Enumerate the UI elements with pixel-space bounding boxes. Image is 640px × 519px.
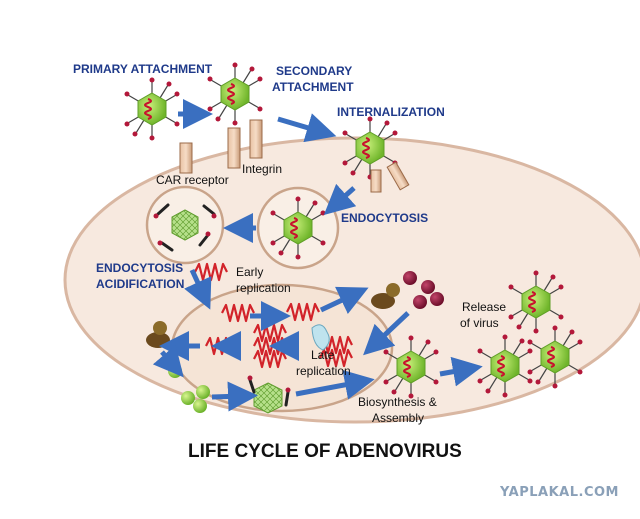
label-release-2: of virus xyxy=(460,316,499,330)
car-receptor xyxy=(179,142,193,174)
label-biosynthesis-1: Biosynthesis & xyxy=(358,395,437,409)
label-primary-attachment: PRIMARY ATTACHMENT xyxy=(73,62,213,76)
label-early-replication-2: replication xyxy=(236,281,291,295)
virus-primary-attachment xyxy=(123,76,181,142)
diagram-title: LIFE CYCLE OF ADENOVIRUS xyxy=(188,441,462,462)
penton-fragments xyxy=(156,203,216,252)
label-secondary-attachment-1: SECONDARY xyxy=(276,64,352,78)
assembling-capsid xyxy=(253,382,283,414)
capsid-disassembled xyxy=(171,209,199,241)
early-proteins xyxy=(403,271,444,309)
label-late-replication-2: replication xyxy=(296,364,351,378)
ribosome-early xyxy=(371,283,400,309)
label-integrin: Integrin xyxy=(242,162,282,176)
viral-dna xyxy=(311,324,330,351)
internalization-receptors xyxy=(370,161,410,193)
label-late-replication-1: Late xyxy=(311,348,335,362)
label-secondary-attachment-2: ATTACHMENT xyxy=(272,80,354,94)
label-endocytosis-acidification-1: ENDOCYTOSIS xyxy=(96,261,183,275)
label-endocytosis-acidification-2: ACIDIFICATION xyxy=(96,277,184,291)
label-internalization: INTERNALIZATION xyxy=(337,105,445,119)
flow-arrows xyxy=(152,99,483,412)
watermark: YAPLAKAL.COM xyxy=(499,485,619,500)
label-endocytosis: ENDOCYTOSIS xyxy=(341,211,428,225)
label-biosynthesis-2: Assembly xyxy=(372,411,424,425)
virus-secondary-attachment xyxy=(206,61,264,127)
label-release-1: Release xyxy=(462,300,506,314)
label-car-receptor: CAR receptor xyxy=(156,173,229,187)
label-early-replication-1: Early xyxy=(236,265,263,279)
integrin-receptors xyxy=(227,119,263,169)
